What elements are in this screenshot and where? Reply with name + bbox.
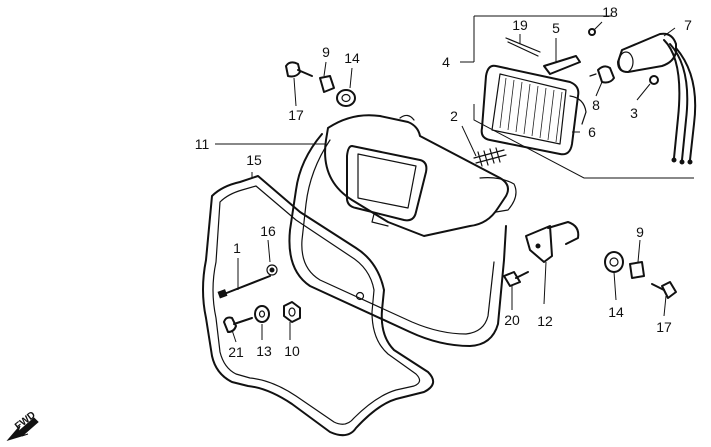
callout-12: 12: [537, 313, 553, 329]
clip-5: [543, 55, 581, 75]
callout-19: 19: [512, 17, 528, 33]
headlight-unit: [480, 64, 587, 156]
headlight-case: [288, 114, 517, 347]
callout-10: 10: [284, 343, 300, 359]
callout-9-upper: 9: [322, 44, 330, 60]
bracket-12: [525, 221, 580, 263]
callout-9-lower: 9: [636, 224, 644, 240]
screw-3: [649, 75, 659, 85]
screw-17-lower: [651, 281, 677, 299]
bulb-8: [589, 65, 615, 84]
nut-10: [283, 301, 301, 323]
collar-9-upper: [319, 75, 335, 93]
screw-18: [588, 28, 596, 36]
callout-21: 21: [228, 344, 244, 360]
leader-lines: [215, 21, 676, 343]
callout-11: 11: [195, 136, 210, 152]
group-bracket-4: [460, 15, 694, 179]
callout-3: 3: [630, 105, 638, 121]
callout-16: 16: [260, 223, 276, 239]
bolt-1: [217, 264, 278, 299]
socket-harness-7: [617, 32, 697, 165]
screw-17-upper: [285, 61, 313, 78]
callout-17-lower: 17: [656, 319, 672, 335]
callout-5: 5: [552, 20, 560, 36]
callout-7: 7: [684, 17, 692, 33]
callout-18: 18: [602, 4, 618, 20]
screw-21: [223, 316, 253, 333]
callout-20: 20: [504, 312, 520, 328]
callout-6: 6: [588, 124, 596, 140]
callout-14-upper: 14: [344, 50, 360, 66]
washer-13: [254, 305, 270, 323]
spring-2: [473, 147, 507, 167]
seal-gasket: [202, 175, 435, 437]
callout-13: 13: [256, 343, 272, 359]
bolt-20: [503, 271, 529, 287]
callout-15: 15: [246, 152, 262, 168]
callout-1: 1: [233, 240, 241, 256]
forward-arrow-icon: [6, 417, 39, 441]
callout-17-upper: 17: [288, 107, 304, 123]
callout-4: 4: [442, 54, 450, 70]
spring-19: [505, 37, 541, 57]
callout-2: 2: [450, 108, 458, 124]
grommet-14-lower: [604, 251, 624, 273]
collar-9-lower: [629, 261, 645, 279]
callout-14-lower: 14: [608, 304, 624, 320]
grommet-14-upper: [336, 89, 356, 107]
callout-8: 8: [592, 97, 600, 113]
